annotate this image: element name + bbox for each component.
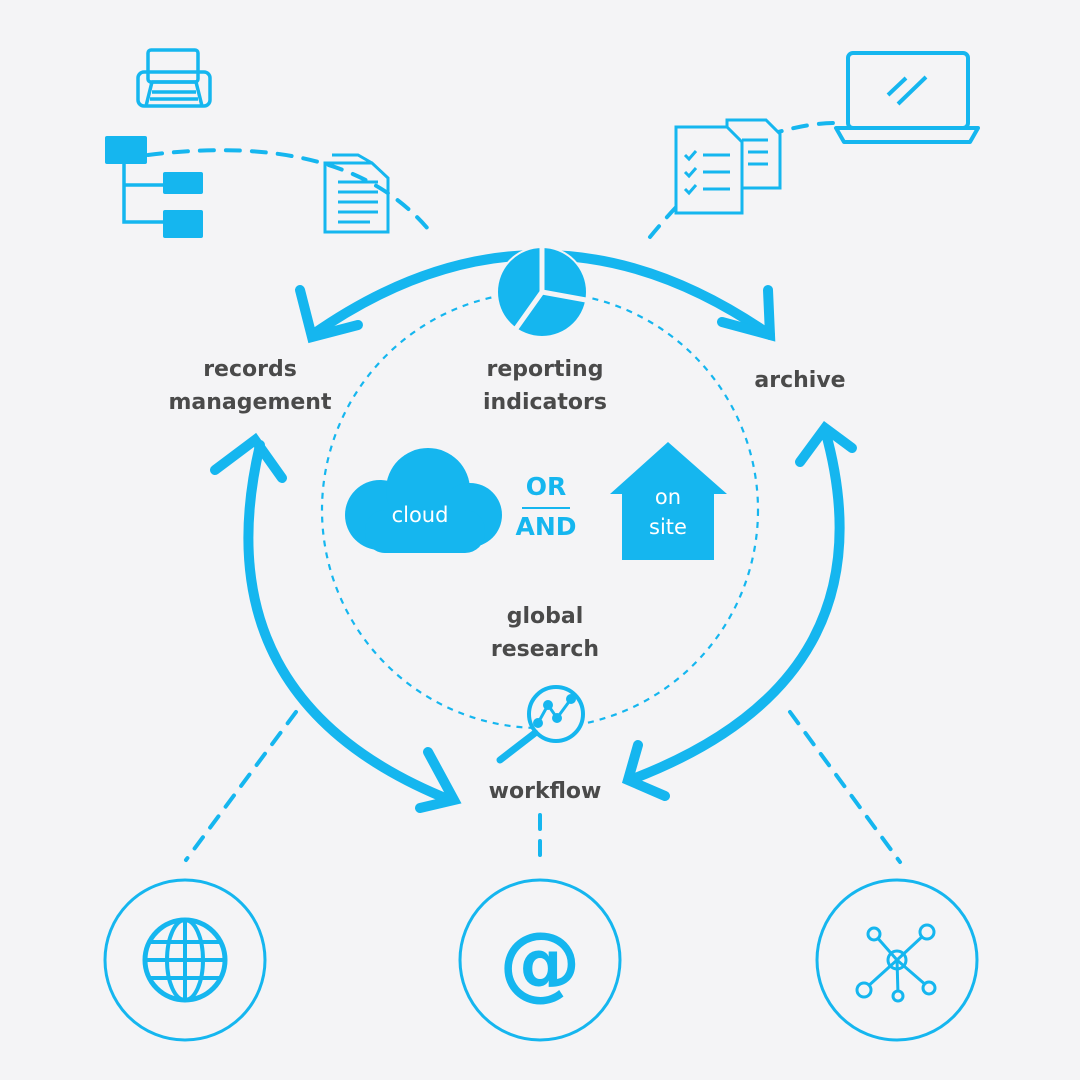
label-archive: archive	[740, 364, 860, 397]
folder-tree-icon	[105, 136, 203, 238]
label-workflow: workflow	[470, 775, 620, 808]
house-icon	[610, 442, 727, 560]
onsite-label: on site	[628, 482, 708, 542]
label-records-line1: records	[203, 357, 297, 382]
label-workflow-text: workflow	[488, 779, 602, 804]
pie-chart-icon	[496, 246, 588, 338]
and-label: AND	[515, 512, 577, 541]
label-reporting-indicators: reporting indicators	[465, 353, 625, 419]
label-reporting-line2: indicators	[483, 390, 607, 415]
cloud-label-text: cloud	[391, 503, 449, 527]
svg-text:@: @	[499, 915, 581, 1010]
right-arc-arrow	[625, 425, 845, 785]
printer-icon	[136, 48, 212, 108]
left-arc-bottom-head	[415, 747, 462, 813]
label-global-line1: global	[506, 604, 584, 629]
label-records-management: records management	[160, 353, 340, 419]
laptop-icon	[834, 51, 980, 144]
connector-top-right-doc	[648, 196, 687, 239]
at-sign-icon: @	[458, 878, 622, 1042]
label-archive-text: archive	[754, 368, 846, 393]
globe-icon	[103, 878, 267, 1042]
onsite-label-line2: site	[649, 515, 687, 539]
right-arc-top-head	[795, 420, 857, 467]
cloud-icon	[345, 448, 502, 553]
label-records-line2: management	[168, 390, 332, 415]
cloud-label: cloud	[370, 500, 470, 530]
right-arc-bottom-head	[621, 740, 670, 801]
network-icon	[815, 878, 979, 1042]
top-arc-right-head	[717, 285, 776, 342]
label-reporting-line1: reporting	[486, 357, 604, 382]
checklist-documents-icon	[674, 118, 782, 215]
connector-bottom-right	[788, 710, 902, 864]
connector-top-left	[146, 148, 435, 237]
onsite-label-line1: on	[654, 485, 682, 509]
inner-dashed-circle	[320, 290, 760, 730]
left-arc-arrow	[243, 440, 455, 805]
label-global-line2: research	[490, 637, 600, 662]
or-label: OR	[525, 472, 567, 501]
magnifier-analytics-icon	[496, 685, 585, 764]
document-icon	[323, 153, 390, 234]
top-arc-left-head	[295, 285, 363, 344]
connector-bottom-left	[184, 710, 298, 862]
left-arc-top-head	[210, 432, 287, 483]
label-global-research: global research	[470, 600, 620, 666]
